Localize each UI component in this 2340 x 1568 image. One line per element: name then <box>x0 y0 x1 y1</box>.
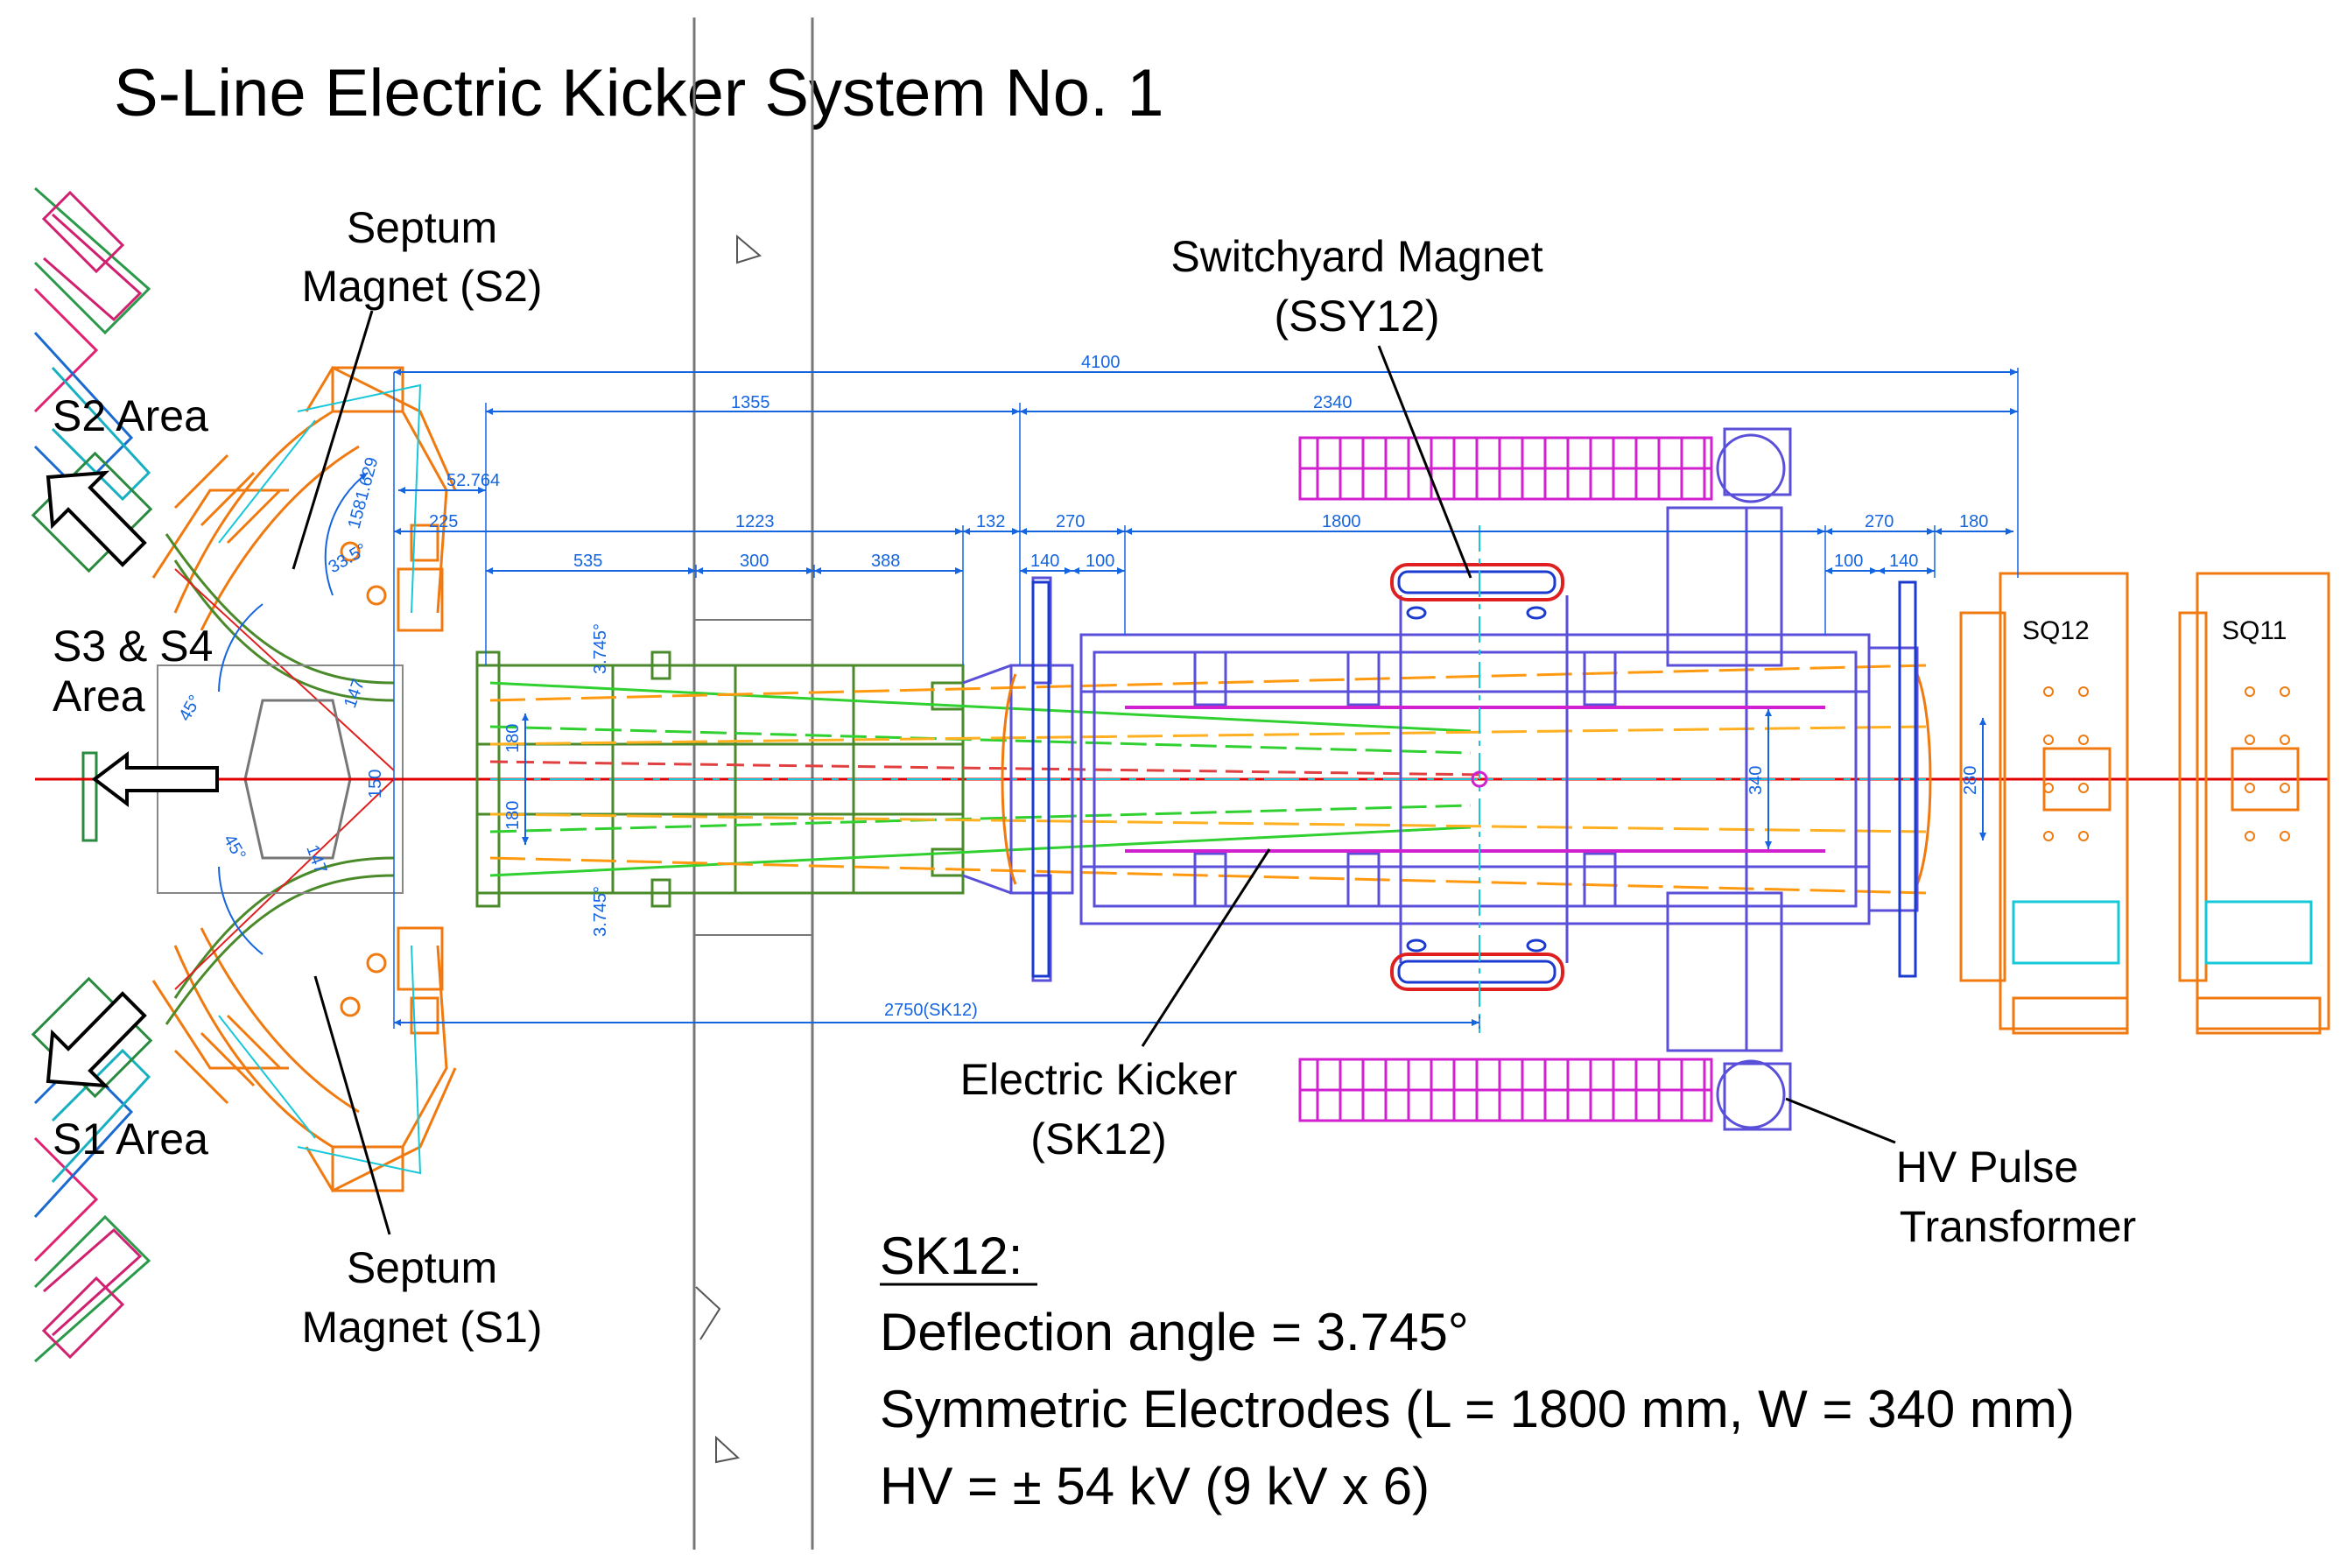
kicker-mount-details <box>1397 570 1556 984</box>
leader-lines <box>292 310 1896 1235</box>
quadrupole-sq12 <box>1959 572 2129 1035</box>
angle-45-upper: 45° <box>175 692 205 724</box>
quad-bolt <box>2245 735 2255 745</box>
dim-1223: 1223 <box>735 512 775 531</box>
quad-bolt <box>2078 831 2089 841</box>
dim-147-lower: 147 <box>302 842 330 876</box>
label-s34-area-line2: Area <box>53 671 145 721</box>
angle-335: 33.5° <box>326 540 371 578</box>
dim-1800: 1800 <box>1322 512 1361 531</box>
dim-147-upper: 147 <box>341 677 369 711</box>
dim-180: 180 <box>1959 512 1988 531</box>
septum-s2-cyan <box>218 383 422 614</box>
label-septum-s2-line1: Septum <box>347 203 497 252</box>
angle-45-lower: 45° <box>220 832 249 864</box>
dim-270-downstream: 270 <box>1865 512 1894 531</box>
hv-transformer-upper <box>1716 427 1792 503</box>
hv-transformer-lower <box>1716 1059 1792 1131</box>
dim-270-upstream: 270 <box>1056 512 1085 531</box>
quad-bolt <box>2280 831 2290 841</box>
dim-535: 535 <box>573 552 602 571</box>
label-hv-line1: HV Pulse <box>1896 1143 2078 1192</box>
survey-marks <box>695 234 762 1464</box>
quad-bolt <box>2280 783 2290 793</box>
dim-150: 150 <box>366 770 385 798</box>
dim-4100: 4100 <box>1081 353 1121 372</box>
label-switchyard-line2: (SSY12) <box>1275 292 1440 341</box>
label-s1-area: S1 Area <box>53 1114 208 1164</box>
angle-3745-lower: 3.745° <box>591 886 610 937</box>
spec-deflection-angle: Deflection angle = 3.745° <box>880 1303 1469 1361</box>
switchyard-coil-upper <box>1298 436 1713 501</box>
arrow-s1-area <box>46 991 147 1088</box>
component-labels: Septum Magnet (S2) Switchyard Magnet (SS… <box>53 203 2287 1352</box>
dim-132: 132 <box>976 512 1005 531</box>
dim-1581629: 1581.629 <box>345 455 383 531</box>
dim-300: 300 <box>740 552 769 571</box>
label-sq12: SQ12 <box>2022 616 2090 645</box>
dim-280: 280 <box>1961 766 1980 795</box>
kicker-electrodes <box>1125 706 1825 853</box>
quad-bolt <box>2280 735 2290 745</box>
spec-heading: SK12: <box>880 1227 1022 1285</box>
switchyard-coil-ticks <box>1316 438 1706 1121</box>
kicker-mounts <box>1390 563 1564 991</box>
dim-388: 388 <box>871 552 900 571</box>
quad-bolt <box>2043 686 2054 697</box>
quad-bolt <box>2078 686 2089 697</box>
dim-180-vertical-upper: 180 <box>503 724 523 753</box>
quad-bolt <box>2043 831 2054 841</box>
dim-2340: 2340 <box>1313 393 1353 412</box>
label-sq11: SQ11 <box>2222 616 2287 645</box>
label-s2-area: S2 Area <box>53 391 208 440</box>
electric-kicker-vessel <box>1079 506 1919 1052</box>
quad-bolt <box>2043 735 2054 745</box>
dim-100-upstream: 100 <box>1086 552 1114 571</box>
quad-bolt <box>2043 783 2054 793</box>
downstream-flange <box>1031 580 1917 978</box>
kicker-center-point <box>1471 770 1488 788</box>
label-switchyard-line1: Switchyard Magnet <box>1170 232 1542 281</box>
label-kicker-line1: Electric Kicker <box>960 1055 1238 1104</box>
switchyard-coil-lower <box>1298 1058 1713 1122</box>
spec-hv: HV = ± 54 kV (9 kV x 6) <box>880 1457 1430 1515</box>
quad-bolt <box>2245 831 2255 841</box>
quad-bolt <box>2078 783 2089 793</box>
label-septum-s1-line1: Septum <box>347 1243 497 1292</box>
quad-bolt <box>2245 783 2255 793</box>
dim-1355: 1355 <box>731 393 770 412</box>
dim-140-downstream: 140 <box>1889 552 1918 571</box>
label-septum-s1-line2: Magnet (S1) <box>301 1303 542 1352</box>
dim-140-upstream: 140 <box>1030 552 1059 571</box>
dim-100-downstream: 100 <box>1834 552 1863 571</box>
label-septum-s2-line2: Magnet (S2) <box>301 262 542 311</box>
dimension-lines <box>218 368 2019 1029</box>
kicker-orange-ring <box>1001 673 1932 885</box>
dim-340: 340 <box>1746 766 1766 795</box>
quad-bolt <box>2245 686 2255 697</box>
arrow-s2-area <box>46 470 147 567</box>
dim-2750: 2750(SK12) <box>884 1001 978 1020</box>
label-hv-line2: Transformer <box>1900 1202 2136 1251</box>
angle-3745-upper: 3.745° <box>591 623 610 674</box>
quad-bolt <box>2078 735 2089 745</box>
dim-52764: 52.764 <box>446 471 500 490</box>
spec-block: SK12: Deflection angle = 3.745° Symmetri… <box>880 1227 2075 1515</box>
dim-225: 225 <box>429 512 458 531</box>
quadrupole-sq11 <box>2178 572 2330 1035</box>
arrow-s3s4-area <box>91 750 219 808</box>
quadrupole-bolts <box>2043 686 2290 841</box>
septum-magnet-s2 <box>151 366 457 632</box>
kick-trajectories <box>489 664 1927 895</box>
dim-180-vertical-lower: 180 <box>503 801 523 830</box>
label-s34-area-line1: S3 & S4 <box>53 622 213 671</box>
diagram-title: S-Line Electric Kicker System No. 1 <box>114 56 1164 130</box>
label-kicker-line2: (SK12) <box>1030 1114 1167 1164</box>
beam-split-curves <box>165 533 395 1025</box>
quad-bolt <box>2280 686 2290 697</box>
spec-electrodes: Symmetric Electrodes (L = 1800 mm, W = 3… <box>880 1380 2075 1438</box>
shield-wall <box>692 18 814 1550</box>
